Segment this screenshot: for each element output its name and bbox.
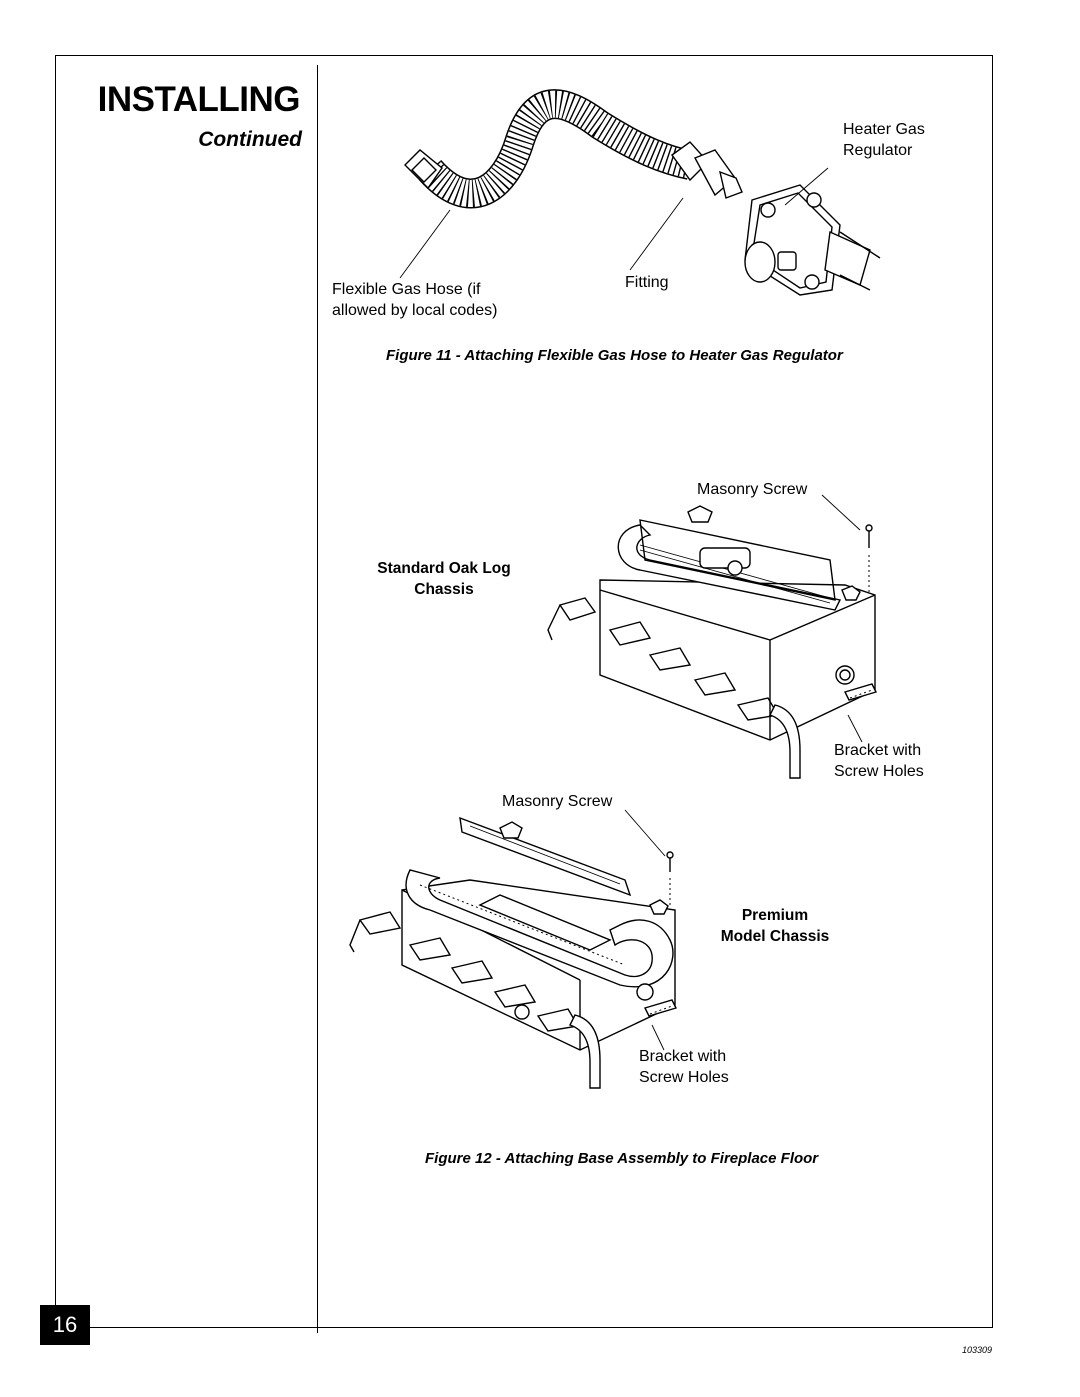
hose-label: Flexible Gas Hose (if allowed by local c…	[332, 281, 498, 319]
page-number: 16	[40, 1305, 90, 1345]
column-divider	[317, 65, 318, 1333]
premium-screw-label: Masonry Screw	[502, 793, 613, 810]
figure-11-caption: Figure 11 - Attaching Flexible Gas Hose …	[386, 347, 843, 364]
standard-chassis-title: Standard Oak Log Chassis	[377, 560, 511, 598]
premium-chassis-title: Premium Model Chassis	[720, 907, 830, 945]
standard-bracket-label: Bracket with Screw Holes	[834, 742, 924, 780]
section-subtitle: Continued	[198, 128, 302, 151]
fitting-label: Fitting	[625, 274, 669, 291]
document-code: 103309	[961, 1345, 992, 1355]
premium-bracket-label: Bracket with Screw Holes	[639, 1048, 729, 1086]
page-frame	[55, 55, 993, 1328]
section-title: INSTALLING	[97, 80, 301, 119]
figure-12-caption: Figure 12 - Attaching Base Assembly to F…	[425, 1150, 819, 1167]
standard-screw-label: Masonry Screw	[697, 481, 808, 498]
regulator-label: Heater Gas Regulator	[843, 121, 925, 159]
